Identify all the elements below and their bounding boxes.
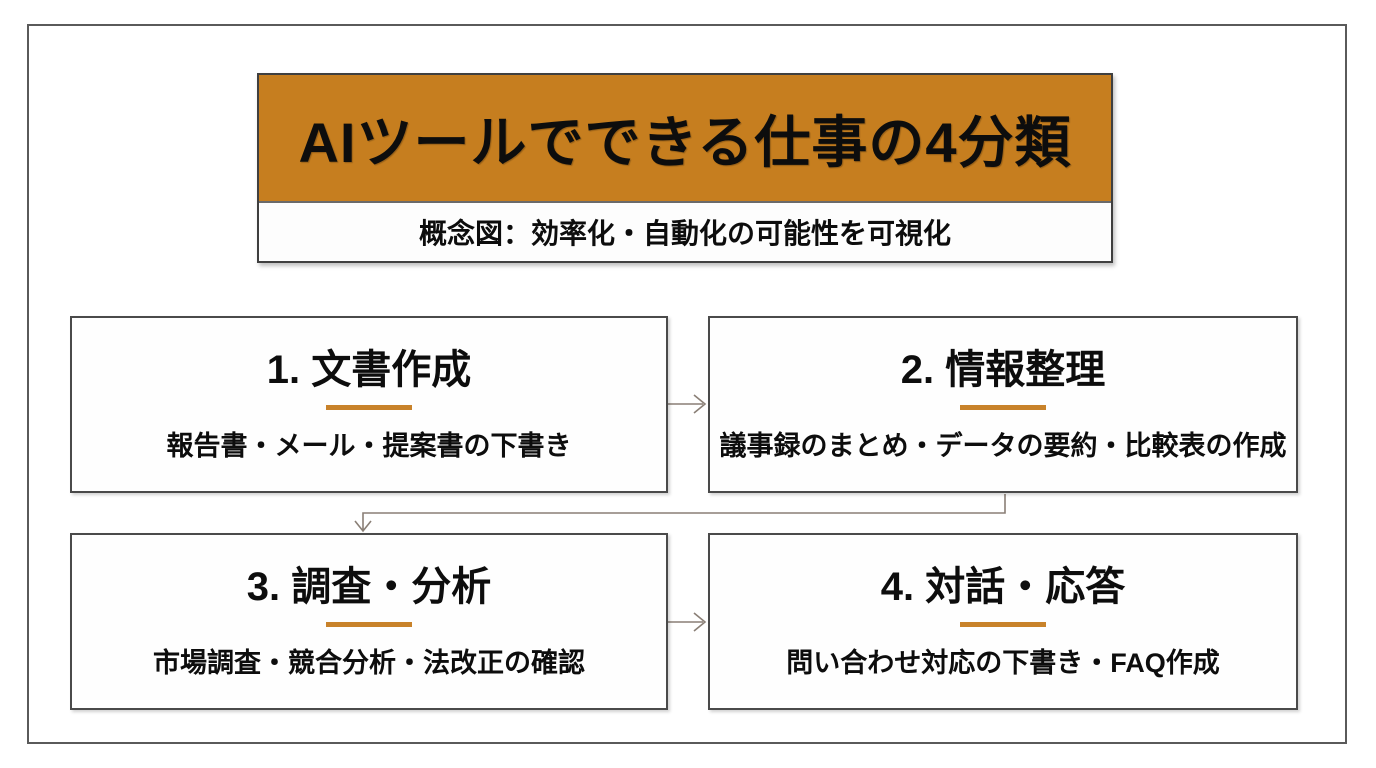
category-description: 議事録のまとめ・データの要約・比較表の作成 [719,430,1287,461]
category-box-2: 2. 情報整理 議事録のまとめ・データの要約・比較表の作成 [708,316,1298,493]
accent-divider [960,621,1046,627]
category-box-1: 1. 文書作成 報告書・メール・提案書の下書き [70,316,668,493]
category-description: 報告書・メール・提案書の下書き [166,430,572,461]
category-heading: 2. 情報整理 [900,347,1106,392]
accent-divider [960,404,1046,410]
category-description: 問い合わせ対応の下書き・FAQ作成 [786,647,1220,678]
accent-divider [326,404,412,410]
category-heading: 3. 調査・分析 [246,564,492,609]
category-heading: 4. 対話・応答 [880,564,1126,609]
category-description: 市場調査・競合分析・法改正の確認 [153,647,585,678]
category-box-3: 3. 調査・分析 市場調査・競合分析・法改正の確認 [70,533,668,710]
title-block: AIツールでできる仕事の4分類 概念図：効率化・自動化の可能性を可視化 [257,73,1113,263]
accent-divider [326,621,412,627]
diagram-subtitle: 概念図：効率化・自動化の可能性を可視化 [259,203,1111,261]
category-heading: 1. 文書作成 [266,347,472,392]
diagram-title: AIツールでできる仕事の4分類 [259,75,1111,203]
category-box-4: 4. 対話・応答 問い合わせ対応の下書き・FAQ作成 [708,533,1298,710]
